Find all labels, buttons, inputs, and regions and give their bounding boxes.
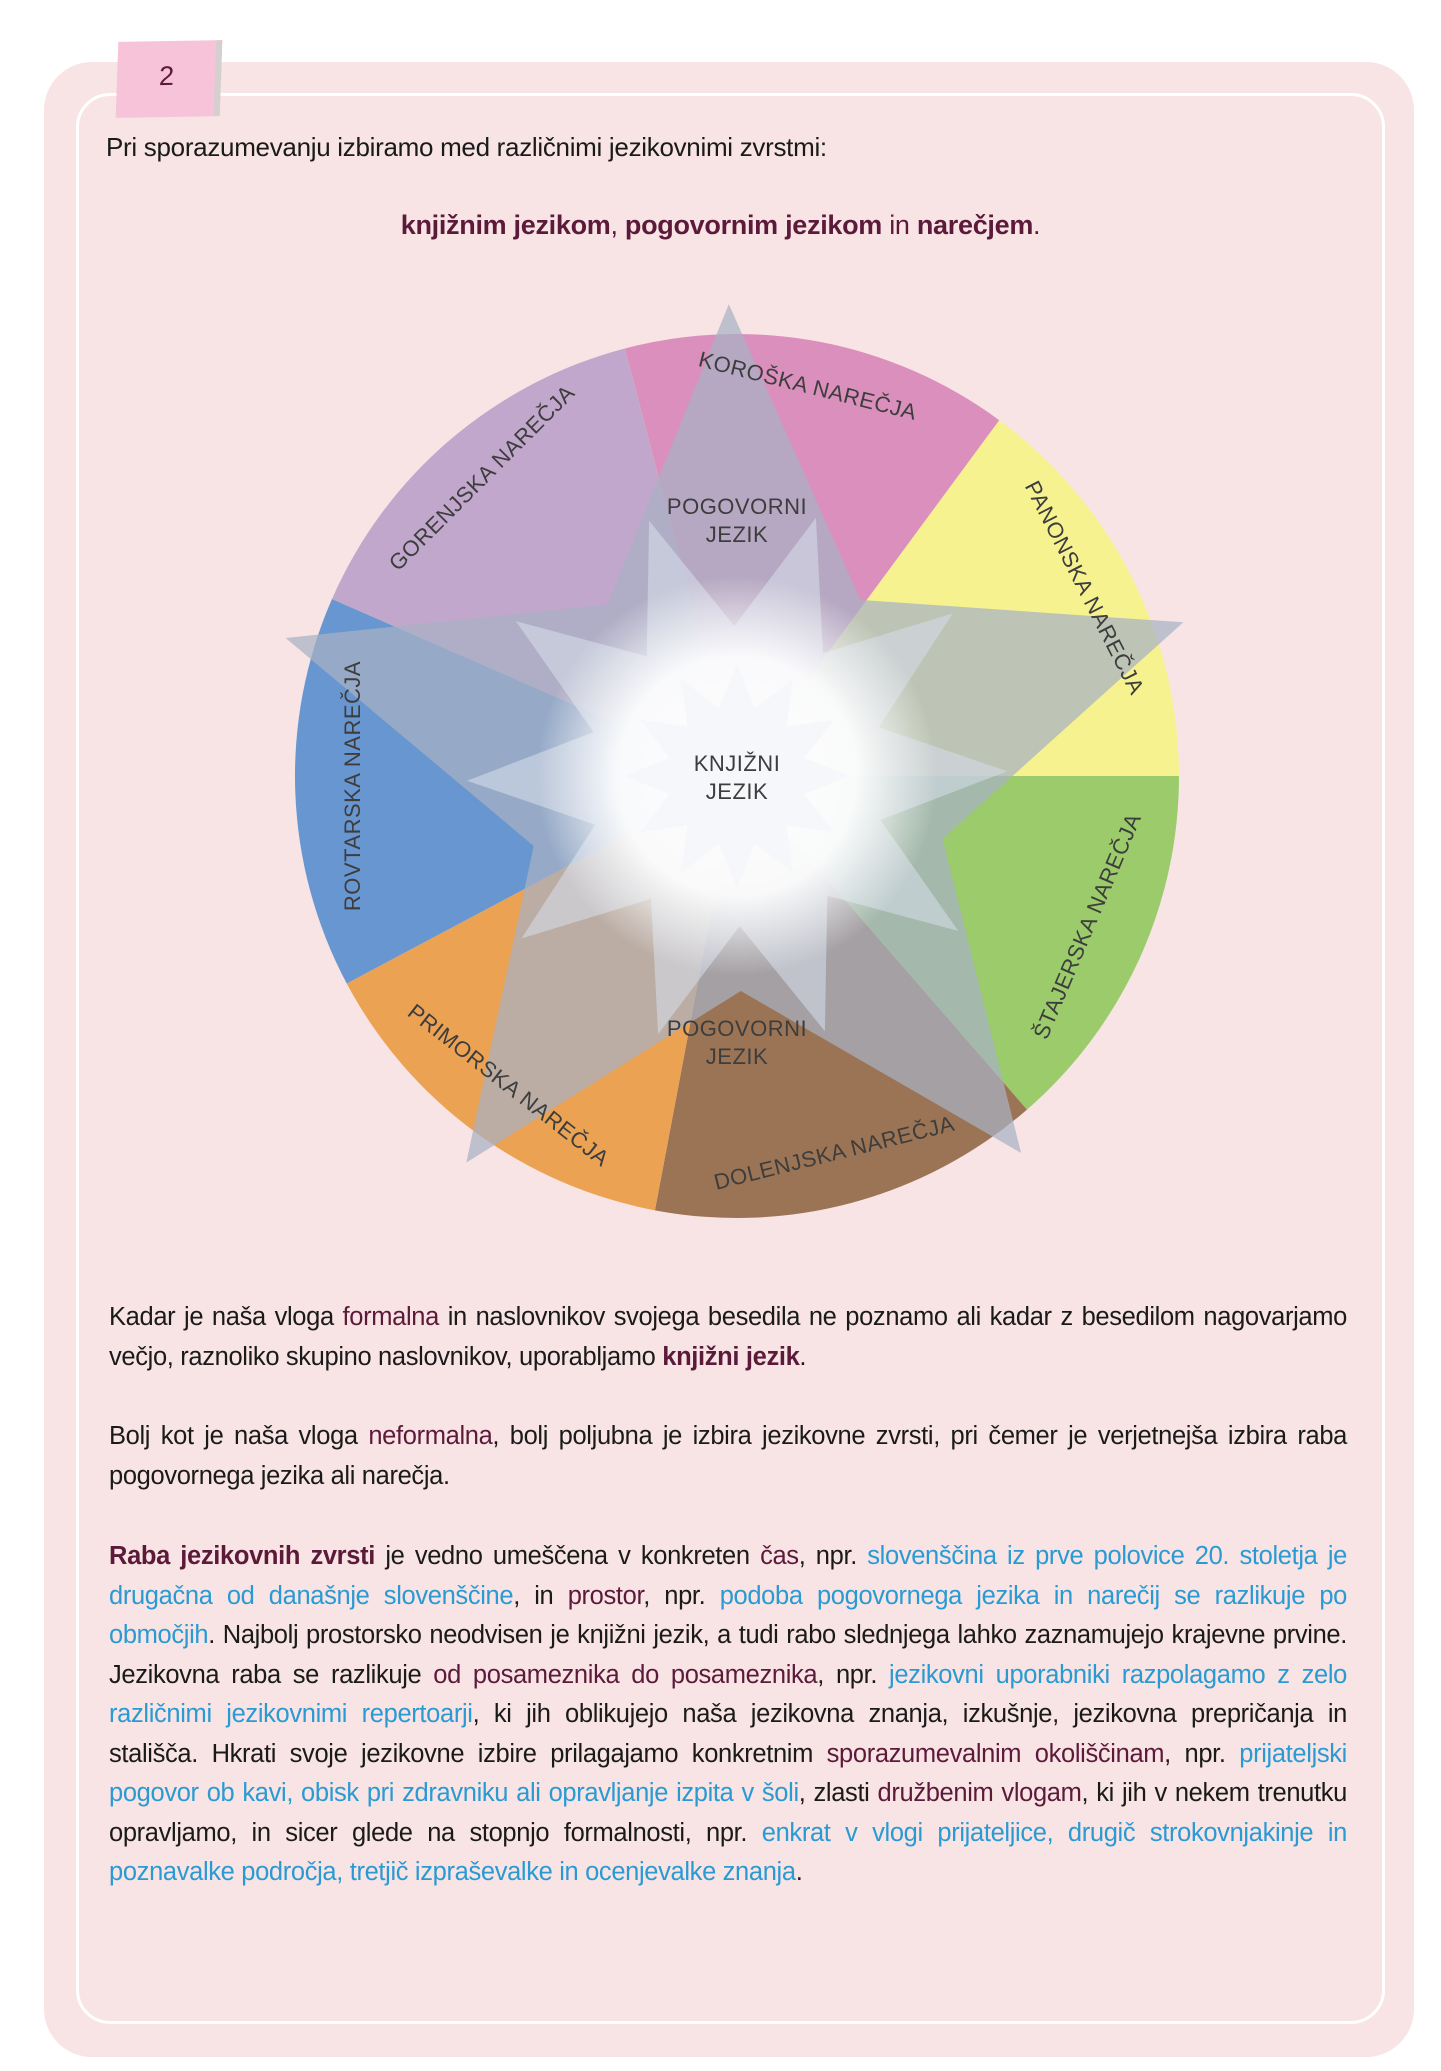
page-number-tab: 2	[115, 40, 223, 118]
variety-standard: knjižnim jezikom	[400, 210, 611, 240]
term-informal: neformalna	[368, 1422, 493, 1450]
label-colloquial-bottom-2: JEZIK	[706, 1044, 768, 1069]
standard-language-star	[625, 664, 849, 888]
page-number: 2	[158, 60, 175, 92]
text: . Najbolj prostorsko neodvisen je knjižn…	[109, 1621, 1347, 1689]
term-circumstances: sporazumevalnim okoliščinam	[826, 1739, 1165, 1768]
variety-dialect: narečjem	[916, 210, 1034, 240]
text: , npr.	[643, 1581, 720, 1610]
variety-colloquial: pogovornim jezikom	[624, 210, 883, 240]
example: enkrat v vlogi prijateljice, drugič stro…	[109, 1818, 1347, 1887]
text: , ki jih v nekem trenutku opravljamo, in…	[109, 1779, 1347, 1847]
text: , in	[513, 1581, 568, 1610]
term-time: čas	[760, 1542, 799, 1570]
label-standard-2: JEZIK	[706, 779, 768, 804]
text: .	[799, 1342, 807, 1371]
term-formal: formalna	[342, 1303, 440, 1331]
example: slovenščina iz prve polovice 20. stoletj…	[109, 1542, 1348, 1610]
label-colloquial-bottom-1: POGOVORNI	[667, 1016, 807, 1041]
label-colloquial-top-1: POGOVORNI	[667, 494, 807, 519]
text: , bolj poljubna je izbira jezikovne zvrs…	[109, 1422, 1347, 1490]
term-individual: od posameznika do posameznika	[433, 1660, 818, 1689]
label-standard-1: KNJIŽNI	[694, 751, 781, 776]
paragraph-usage: Raba jezikovnih zvrsti je vedno umeščena…	[109, 1537, 1347, 1893]
example: podoba pogovornega jezika in narečij se …	[109, 1581, 1348, 1650]
paragraph-formal: Kadar je naša vloga formalna in naslovni…	[109, 1298, 1347, 1377]
term-standard-language: knjižni jezik	[662, 1342, 800, 1371]
text: je vedno umeščena v konkreten	[374, 1542, 761, 1570]
content-box-border	[76, 93, 1385, 2024]
text: , npr.	[1164, 1739, 1240, 1768]
term-social-roles: družbenim vlogam	[877, 1779, 1082, 1807]
term-usage: Raba jezikovnih zvrsti	[109, 1542, 375, 1570]
text: , npr.	[798, 1542, 868, 1570]
example: prijateljski pogovor ob kavi, obisk pri …	[109, 1739, 1347, 1808]
dialect-diagram: KOROŠKA NAREČJA PANONSKA NAREČJA ŠTAJERS…	[285, 304, 1184, 1218]
intro-text: Pri sporazumevanju izbiramo med različni…	[106, 132, 827, 162]
text: , npr.	[817, 1660, 890, 1689]
text: .	[795, 1858, 803, 1886]
text: , zlasti	[798, 1779, 878, 1807]
period: .	[1033, 210, 1041, 240]
label-colloquial-top-2: JEZIK	[706, 522, 768, 547]
term-space: prostor	[567, 1581, 644, 1610]
separator: ,	[610, 210, 625, 240]
language-varieties: knjižnim jezikom, pogovornim jezikom in …	[0, 210, 1441, 241]
text: , ki jih oblikujejo naša jezikovna znanj…	[109, 1700, 1347, 1768]
label-rovtarska: ROVTARSKA NAREČJA	[340, 661, 365, 911]
text: in naslovnikov svojega besedila ne pozna…	[109, 1303, 1347, 1371]
example: jezikovni uporabniki razpolagamo z zelo …	[109, 1660, 1347, 1729]
paragraph-informal: Bolj kot je naša vloga neformalna, bolj …	[109, 1417, 1347, 1496]
text: Bolj kot je naša vloga	[109, 1422, 369, 1450]
separator: in	[882, 210, 917, 240]
text: Kadar je naša vloga	[109, 1303, 343, 1331]
